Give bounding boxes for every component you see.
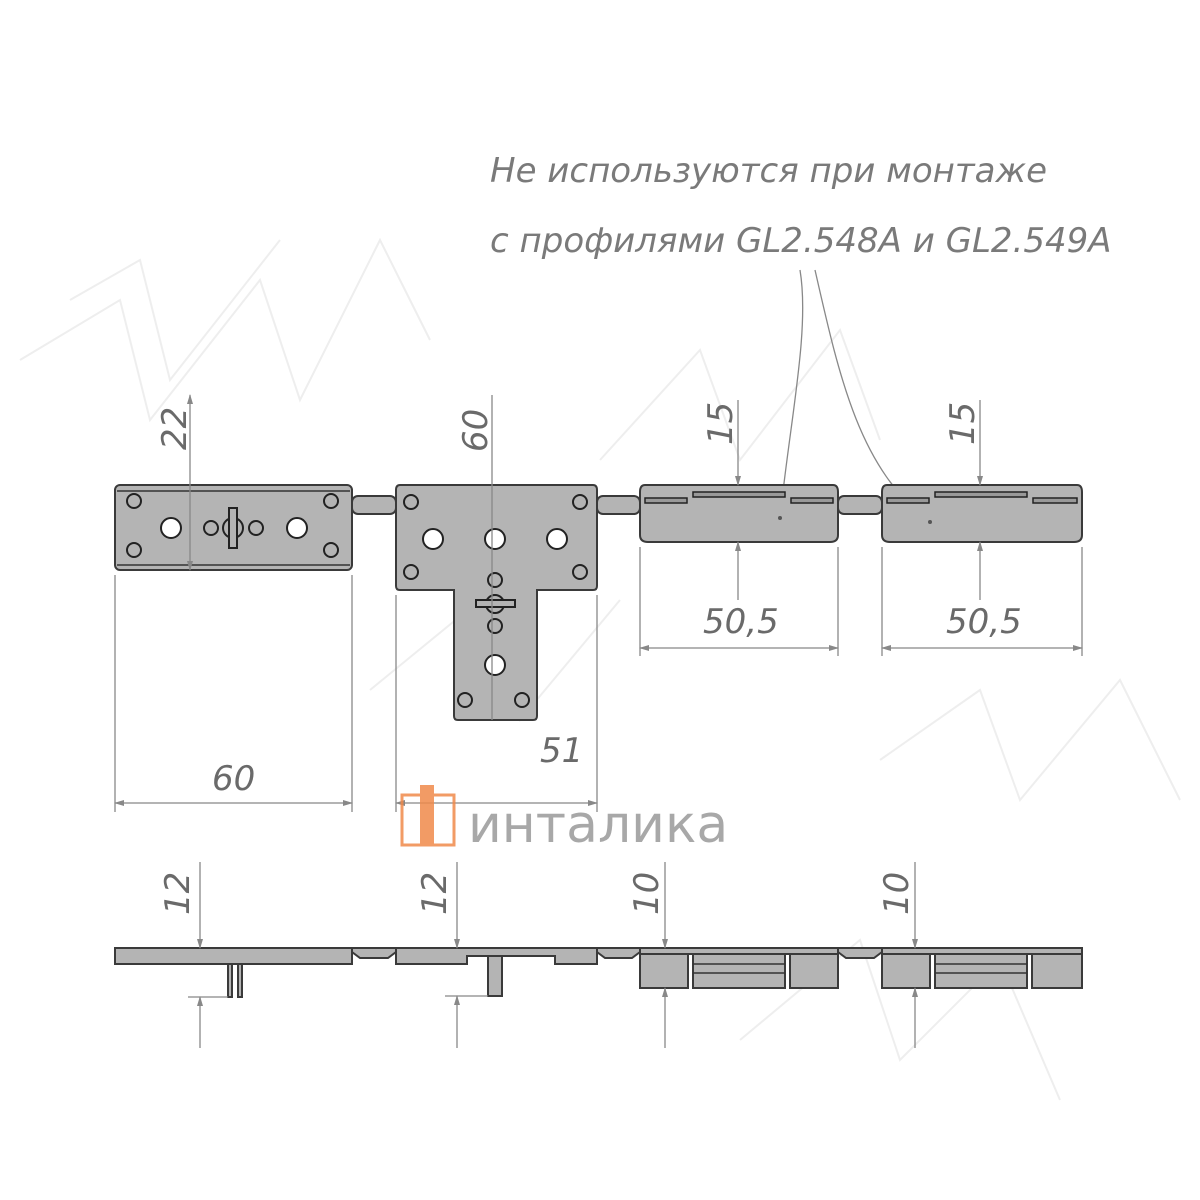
- part-3-end-cap: [639, 484, 839, 543]
- logo-text: инталика: [468, 795, 728, 855]
- dim-part2-width: 51: [540, 731, 583, 771]
- dim-part4-height: 15: [943, 402, 983, 445]
- note-line-1: Не используются при монтаже: [490, 151, 1047, 191]
- dim-side-part3: 10: [627, 872, 667, 915]
- dim-part2-height: 60: [456, 409, 496, 452]
- side-view: [114, 947, 1083, 998]
- connector-link: [837, 495, 883, 515]
- dimension-lines: [114, 394, 1083, 812]
- dim-part3-width: 50,5: [703, 602, 779, 642]
- dim-part3-height: 15: [701, 402, 741, 445]
- leader-line: [779, 269, 804, 519]
- dim-side-part1: 12: [158, 872, 198, 915]
- part-4-end-cap: [881, 484, 1083, 543]
- dim-part1-height: 22: [155, 407, 195, 450]
- note-line-2: с профилями GL2.548A и GL2.549A: [490, 221, 1112, 261]
- part-2-t-connector: [395, 484, 598, 721]
- dim-side-part4: 10: [877, 872, 917, 915]
- side-dimension-lines: [188, 862, 918, 1048]
- dim-part4-width: 50,5: [946, 602, 1022, 642]
- brand-logo: инталика: [400, 785, 728, 855]
- connector-link: [351, 495, 397, 515]
- part-1-straight-connector: [114, 484, 353, 571]
- dim-part1-width: 60: [212, 759, 255, 799]
- connector-link: [596, 495, 641, 515]
- dim-side-part2: 12: [415, 872, 455, 915]
